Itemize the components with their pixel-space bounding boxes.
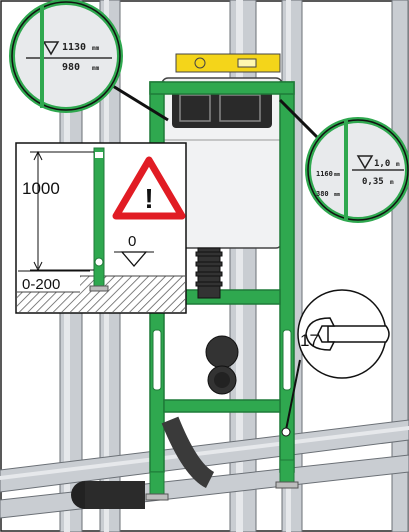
callout-right: 1,0 m 0,35 m 1160 mm 380 mm bbox=[278, 98, 409, 223]
callout-unit-5: mm bbox=[334, 172, 340, 178]
callout-value-1-0: 1,0 bbox=[374, 159, 390, 169]
flush-pipe bbox=[195, 247, 223, 299]
callout-value-980: 980 bbox=[62, 62, 80, 73]
inset-detail: 1000 0-200 0 ! bbox=[15, 142, 187, 314]
floor-zero-label: 0 bbox=[128, 233, 136, 250]
wrench-icon bbox=[305, 317, 390, 351]
callout-value-1130: 1130 bbox=[62, 42, 86, 53]
wrench-size-label: 17 bbox=[300, 331, 319, 350]
frame-feet bbox=[149, 459, 295, 497]
waste-outlet bbox=[161, 335, 239, 489]
callout-unit-4: m bbox=[390, 179, 394, 186]
callout-unit-6: mm bbox=[334, 192, 340, 198]
level-triangle-icon bbox=[42, 41, 60, 56]
callout-unit-1: mm bbox=[92, 45, 100, 52]
wrench-callout: 17 bbox=[281, 289, 390, 437]
warning-mark: ! bbox=[144, 183, 153, 214]
inset-frame-leg bbox=[93, 147, 105, 289]
floor-hatch bbox=[17, 292, 185, 312]
callout-value-380: 380 bbox=[316, 190, 329, 198]
dimension-1000: 1000 bbox=[22, 179, 60, 198]
callout-value-0-35: 0,35 bbox=[362, 177, 384, 187]
callout-value-1160: 1160 bbox=[316, 170, 333, 178]
warning-icon: ! bbox=[112, 156, 186, 220]
callout-unit-3: m bbox=[396, 161, 400, 168]
spirit-level-icon bbox=[175, 53, 281, 73]
callout-unit-2: mm bbox=[92, 65, 100, 72]
adjust-range-label: 0-200 bbox=[22, 276, 60, 293]
callout-top-left: 1130 mm 980 mm bbox=[9, 0, 169, 122]
drain-pipe bbox=[71, 481, 145, 509]
